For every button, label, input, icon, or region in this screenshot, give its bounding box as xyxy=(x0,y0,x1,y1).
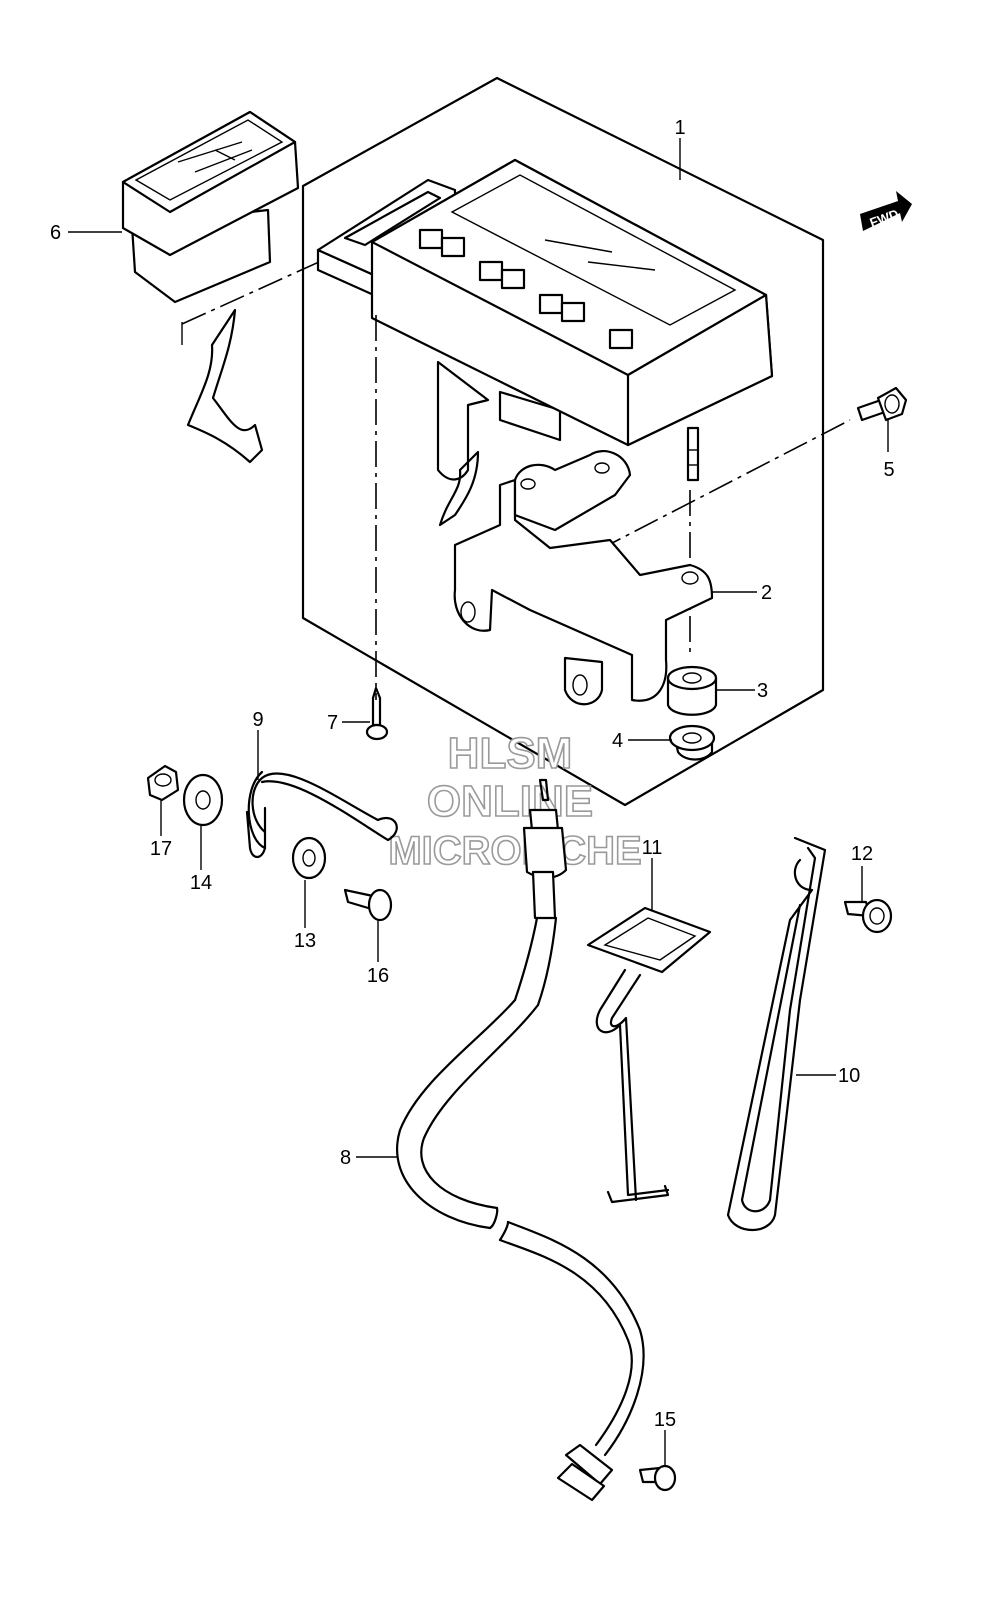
meter-assembly-part xyxy=(316,158,774,527)
callout-14: 14 xyxy=(190,872,212,894)
assembly-frame xyxy=(301,76,825,807)
callout-1: 1 xyxy=(674,117,685,139)
nut-part-17 xyxy=(146,764,180,802)
callout-15: 15 xyxy=(654,1409,676,1431)
rubber-cushion-part xyxy=(666,665,718,716)
callout-9: 9 xyxy=(252,709,263,731)
watermark-line-1: HLSM xyxy=(448,729,573,778)
cable-guide-bracket-part xyxy=(586,906,712,1204)
callout-13: 13 xyxy=(294,930,316,952)
watermark-line-3: MICROFICHE xyxy=(388,829,641,873)
bolt-part xyxy=(856,386,908,422)
callout-17: 17 xyxy=(150,838,172,860)
cable-guide-part xyxy=(245,770,398,859)
callout-2: 2 xyxy=(761,582,772,604)
washer-part-14 xyxy=(182,773,224,827)
callout-5: 5 xyxy=(883,459,894,481)
watermark-line-2: ONLINE xyxy=(427,777,593,826)
callout-4: 4 xyxy=(612,730,623,752)
callout-3: 3 xyxy=(757,680,768,702)
callout-8: 8 xyxy=(340,1147,351,1169)
screw-part xyxy=(365,686,389,741)
cable-clamp-part xyxy=(726,836,827,1231)
callout-6: 6 xyxy=(50,222,61,244)
callout-10: 10 xyxy=(838,1065,860,1087)
callout-16: 16 xyxy=(367,965,389,987)
bolt-part-12 xyxy=(843,898,893,934)
callout-labels: 1 2 3 4 5 6 7 8 9 10 11 12 13 14 15 16 1… xyxy=(50,117,895,1431)
meter-cover-part xyxy=(121,110,300,464)
screw-part-16 xyxy=(343,888,393,922)
leader-lines xyxy=(68,138,889,1466)
washer-part-13 xyxy=(291,836,327,880)
callout-11: 11 xyxy=(642,837,663,859)
collar-part xyxy=(668,724,716,761)
screw-part-15 xyxy=(638,1464,677,1492)
speedometer-cable-part xyxy=(396,778,645,1502)
meter-bracket-part xyxy=(453,449,714,706)
watermark: HLSM ONLINE MICROFICHE xyxy=(388,728,643,874)
cover-alignment-line xyxy=(181,256,331,325)
callout-12: 12 xyxy=(851,843,873,865)
fwd-arrow-icon: FWD xyxy=(860,191,912,231)
callout-7: 7 xyxy=(327,712,338,734)
